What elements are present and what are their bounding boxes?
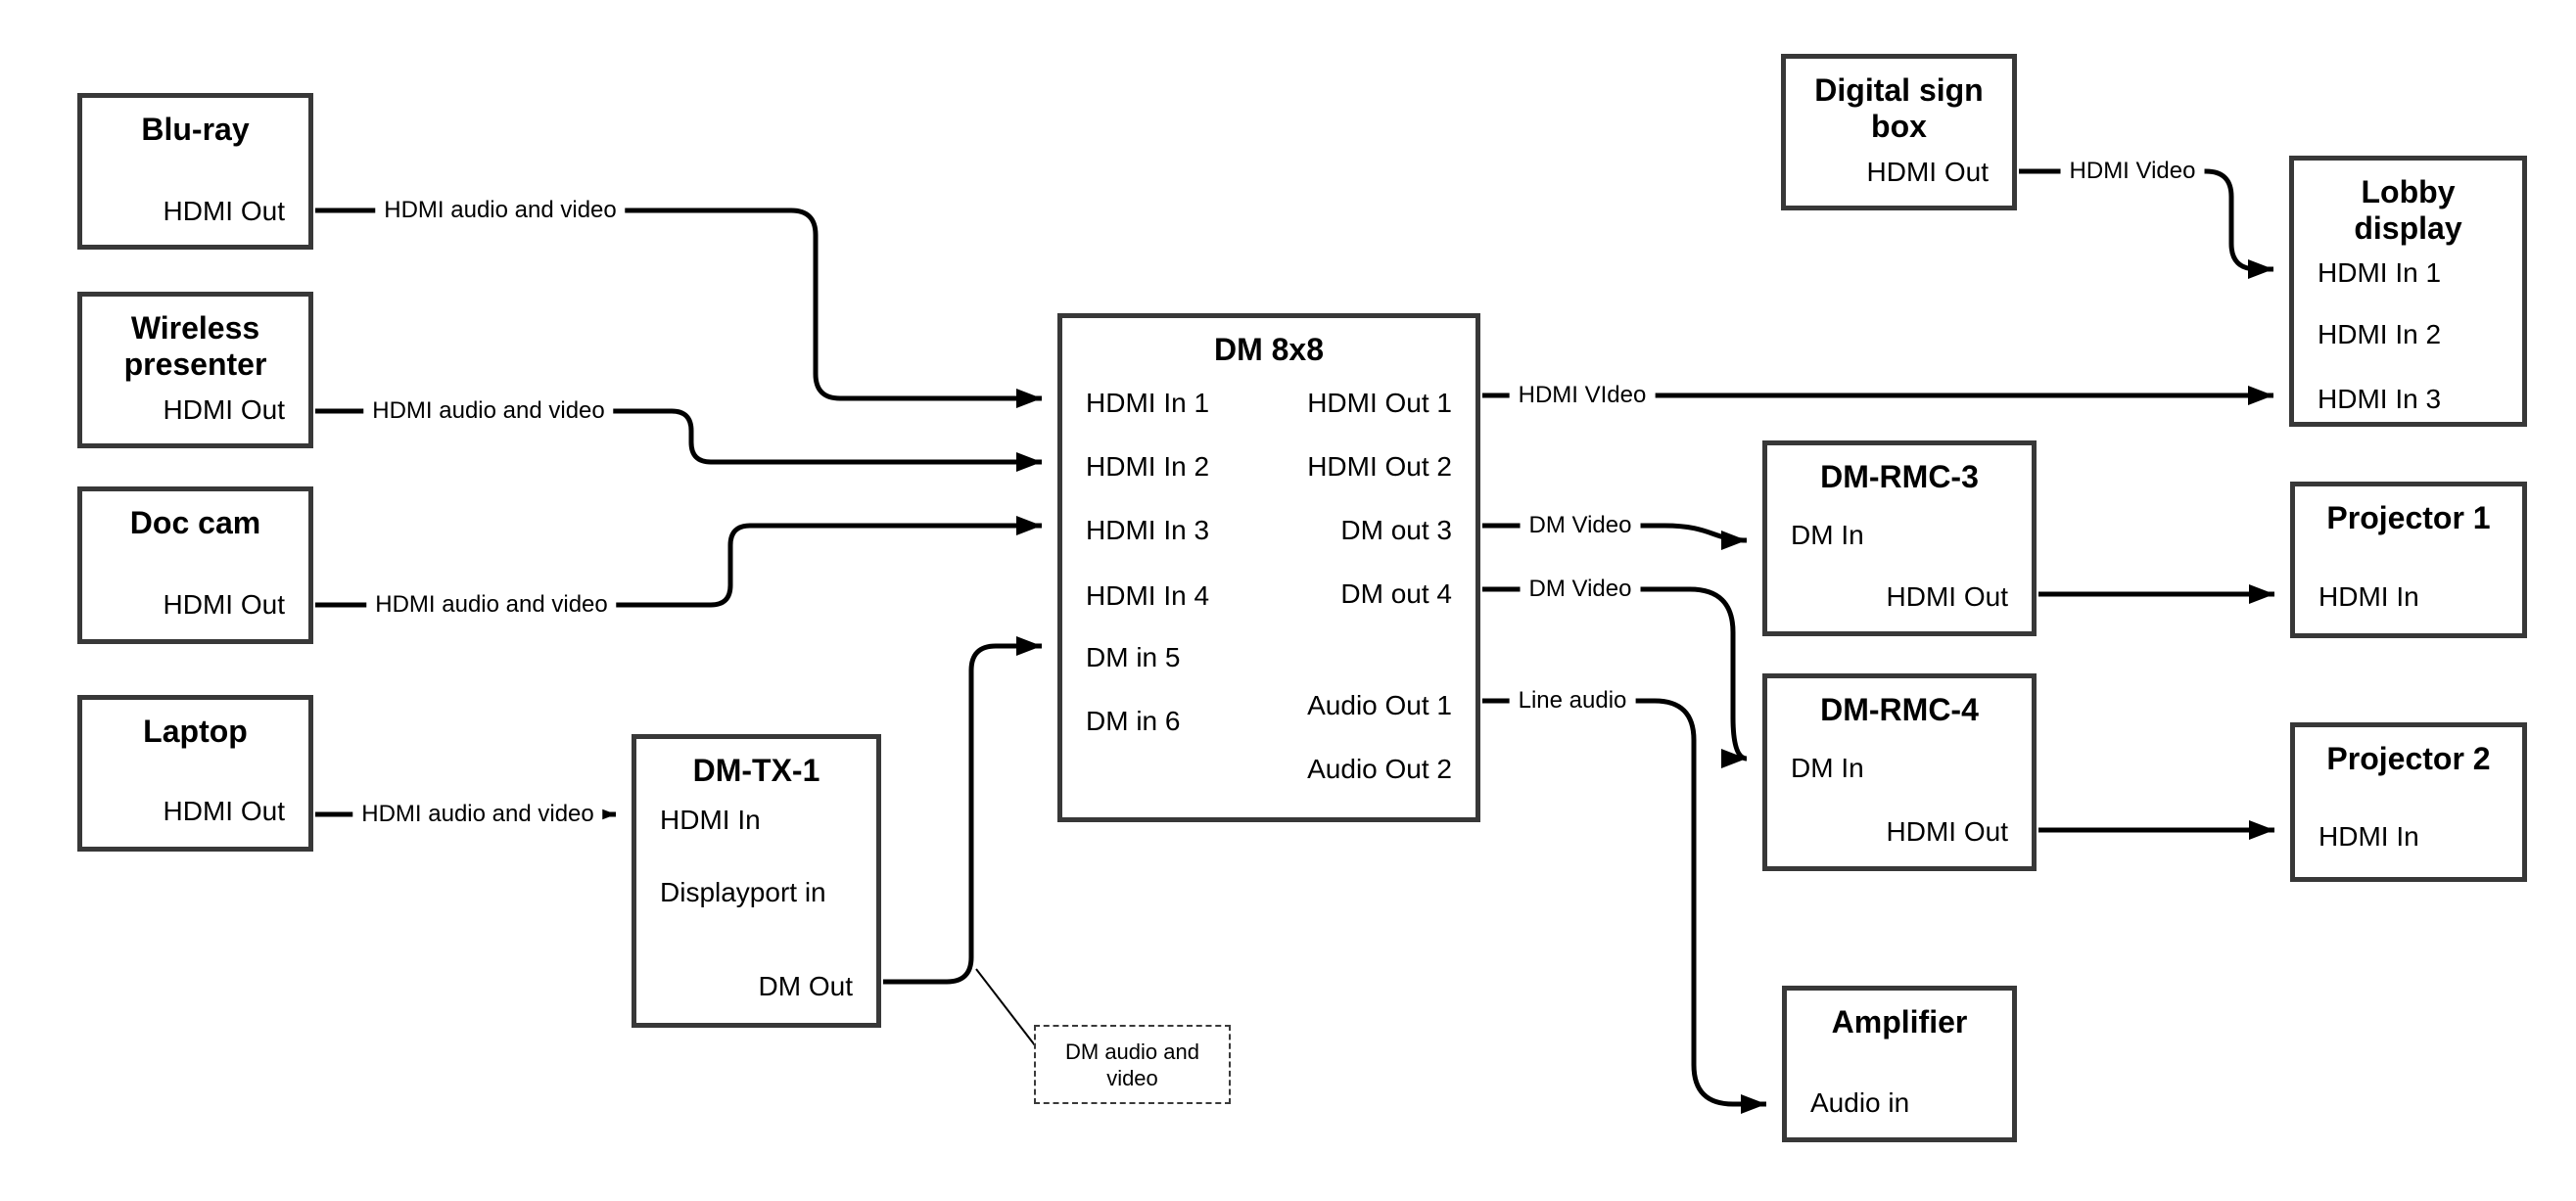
port-dmtx1-displayport-in: Displayport in [660, 877, 826, 907]
node-title: Lobby display [2294, 161, 2522, 247]
wire-audioout1-to-amplifier [1482, 698, 1766, 1114]
port-proj1-hdmi-in: HDMI In [2318, 581, 2419, 612]
node-title: Laptop [143, 714, 248, 749]
port-dm8x8-hdmi-in-1: HDMI In 1 [1086, 388, 1210, 418]
port-laptop-hdmi-out: HDMI Out [163, 796, 285, 826]
node-title: Amplifier [1831, 1004, 1968, 1039]
node-title: DM-RMC-3 [1820, 459, 1979, 494]
port-bluray-hdmi-out: HDMI Out [163, 196, 285, 226]
title-line: Wireless [130, 310, 260, 346]
node-title: Doc cam [129, 505, 261, 540]
port-dm8x8-hdmi-in-2: HDMI In 2 [1086, 451, 1210, 482]
node-wireless-presenter: Wireless presenter HDMI Out [77, 292, 313, 448]
port-dm8x8-dm-out-4: DM out 4 [1340, 578, 1452, 609]
wire-doccam-to-dm8x8-in3 [315, 516, 1042, 608]
node-dm-8x8: DM 8x8 HDMI In 1 HDMI In 2 HDMI In 3 HDM… [1057, 313, 1480, 822]
port-dm8x8-hdmi-out-2: HDMI Out 2 [1307, 451, 1452, 482]
node-laptop: Laptop HDMI Out [77, 695, 313, 852]
port-proj2-hdmi-in: HDMI In [2318, 821, 2419, 852]
node-title: DM-TX-1 [692, 753, 820, 788]
wire-label-bluray-feed: HDMI audio and video [375, 196, 626, 225]
wire-dm8x8-out4-to-dmrmc4 [1482, 586, 1748, 768]
wire-label-audio-out1-feed: Line audio [1509, 686, 1636, 716]
note-leader-line [975, 968, 1036, 1046]
wire-label-hdmi-out1-feed: HDMI VIdeo [1509, 381, 1656, 410]
node-dm-tx-1: DM-TX-1 HDMI In Displayport in DM Out [632, 734, 881, 1028]
port-dmtx1-dm-out: DM Out [758, 971, 853, 1001]
node-title: Digital sign box [1786, 59, 2012, 145]
wire-label-dm-out4-feed: DM Video [1520, 575, 1641, 604]
node-title: Wireless presenter [82, 297, 308, 383]
wire-wireless-to-dm8x8-in2 [315, 408, 1042, 472]
wire-digitalsign-to-lobby-in1 [2019, 168, 2273, 279]
port-dm8x8-audio-out-2: Audio Out 2 [1307, 754, 1452, 784]
node-title: Projector 1 [2326, 500, 2491, 535]
wire-bluray-to-dm8x8-in1 [315, 208, 1042, 408]
node-dm-rmc-4: DM-RMC-4 DM In HDMI Out [1762, 673, 2037, 871]
node-digital-sign-box: Digital sign box HDMI Out [1781, 54, 2017, 210]
note-dm-audio-and-video: DM audio and video [1034, 1025, 1231, 1104]
node-lobby-display: Lobby display HDMI In 1 HDMI In 2 HDMI I… [2289, 156, 2527, 427]
port-dm8x8-hdmi-out-1: HDMI Out 1 [1307, 388, 1452, 418]
wire-label-wireless-feed: HDMI audio and video [363, 396, 614, 426]
port-dm8x8-dm-out-3: DM out 3 [1340, 515, 1452, 545]
node-dm-rmc-3: DM-RMC-3 DM In HDMI Out [1762, 440, 2037, 636]
port-dmrmc4-hdmi-out: HDMI Out [1886, 816, 2008, 847]
port-dmrmc3-hdmi-out: HDMI Out [1886, 581, 2008, 612]
port-dm8x8-dm-in-6: DM in 6 [1086, 706, 1181, 736]
node-bluray: Blu-ray HDMI Out [77, 93, 313, 250]
port-wireless-hdmi-out: HDMI Out [163, 394, 285, 425]
wire-label-laptop-feed: HDMI audio and video [352, 800, 603, 829]
port-doccam-hdmi-out: HDMI Out [163, 589, 285, 620]
title-line: presenter [123, 346, 267, 382]
port-lobby-hdmi-in-1: HDMI In 1 [2318, 257, 2442, 288]
port-dmrmc4-dm-in: DM In [1791, 753, 1864, 783]
node-title: DM-RMC-4 [1820, 692, 1979, 727]
port-dm8x8-hdmi-in-3: HDMI In 3 [1086, 515, 1210, 545]
wire-dm8x8-out3-to-dmrmc3 [1482, 523, 1748, 550]
node-projector-2: Projector 2 HDMI In [2290, 722, 2527, 882]
node-amplifier: Amplifier Audio in [1782, 986, 2017, 1142]
title-line: display [2354, 210, 2462, 246]
title-line: Lobby [2361, 174, 2456, 209]
node-title: Blu-ray [141, 112, 250, 147]
wire-label-dm-out3-feed: DM Video [1520, 511, 1641, 540]
port-lobby-hdmi-in-2: HDMI In 2 [2318, 319, 2442, 349]
node-doc-cam: Doc cam HDMI Out [77, 486, 313, 644]
port-digitalsign-hdmi-out: HDMI Out [1866, 157, 1989, 187]
node-projector-1: Projector 1 HDMI In [2290, 482, 2527, 638]
note-line: video [1106, 1065, 1158, 1090]
port-dm8x8-dm-in-5: DM in 5 [1086, 642, 1181, 672]
note-line: DM audio and [1065, 1039, 1199, 1064]
port-lobby-hdmi-in-3: HDMI In 3 [2318, 384, 2442, 414]
wire-dmtx1-to-dm8x8-in5 [883, 636, 1042, 985]
node-title: DM 8x8 [1213, 332, 1325, 367]
port-dmrmc3-dm-in: DM In [1791, 520, 1864, 550]
wire-label-digitalsign-feed: HDMI Video [2060, 157, 2205, 186]
port-dmtx1-hdmi-in: HDMI In [660, 805, 761, 835]
port-dm8x8-hdmi-in-4: HDMI In 4 [1086, 580, 1210, 611]
port-amplifier-audio-in: Audio in [1810, 1087, 1910, 1118]
port-dm8x8-audio-out-1: Audio Out 1 [1307, 690, 1452, 720]
node-title: Projector 2 [2326, 741, 2491, 776]
wire-label-doccam-feed: HDMI audio and video [366, 590, 617, 620]
title-line: Digital sign [1814, 72, 1984, 108]
title-line: box [1871, 109, 1927, 144]
